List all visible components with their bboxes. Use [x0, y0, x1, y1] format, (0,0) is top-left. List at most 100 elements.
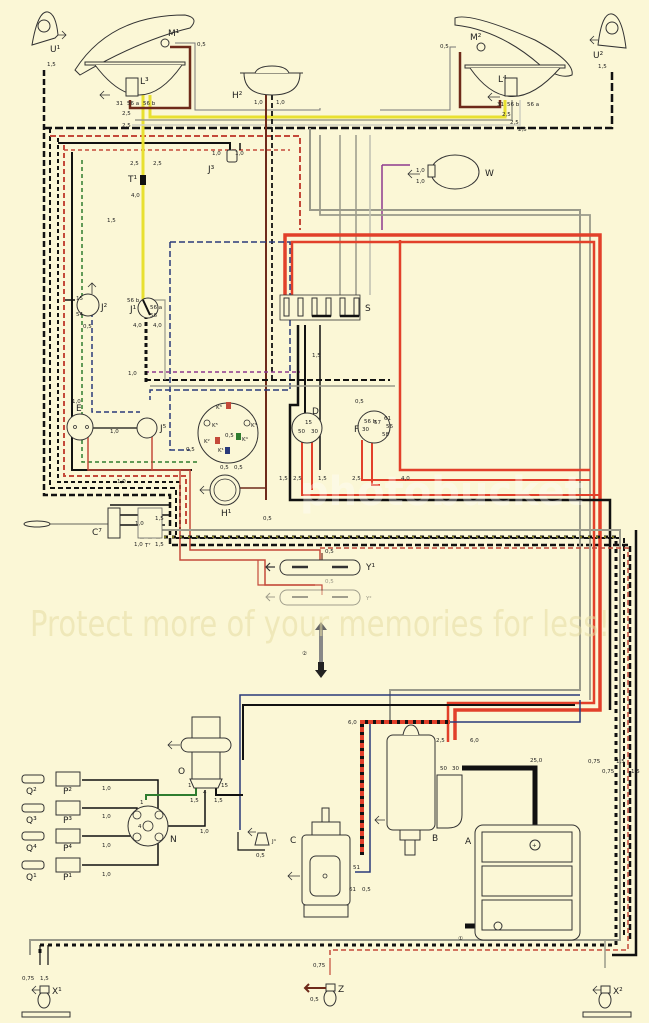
generator-c: C 51 61 0,5 [287, 807, 371, 918]
wire-yellow-2 [148, 95, 507, 119]
gauge-c7-10c: 1,0 [134, 542, 143, 548]
gauge-y1: 0,5 [325, 549, 334, 555]
label-t7: T⁷ [144, 542, 151, 549]
label-n: N [170, 835, 177, 845]
wire-m2-grey [380, 46, 456, 111]
terminal-c-51: 51 [353, 865, 360, 871]
gauge-rear-15b: 1,5 [631, 769, 640, 775]
gauge-e-10b: 1,0 [110, 429, 119, 435]
switch-j5: J⁵ [136, 417, 167, 439]
spark-plug-q2: Q² P² 1,0 [21, 771, 111, 797]
gauge-j2: 0,5 [83, 324, 92, 330]
gauge-t1-b: 2,5 [153, 161, 162, 167]
terminal-j1-56b: 56 b [127, 298, 140, 304]
wire-n-o-green [145, 785, 197, 800]
gauge-l4-a: 2,5 [502, 112, 511, 118]
wire-brown-m1 [128, 45, 192, 110]
gauge-rear-075b: 0,75 [602, 769, 615, 775]
terminal-o-15: 15 [221, 783, 228, 789]
wire-battery-main [462, 765, 538, 840]
gauge-m1: 0,5 [197, 42, 206, 48]
label-u2: U² [593, 51, 604, 61]
gauge-j3-b: 1,0 [235, 151, 244, 157]
gauges-mid: 1,5 2,5 1,5 2,5 4,0 0,5 [263, 476, 410, 522]
wire-harness-red [320, 547, 629, 958]
gauge-e-10: 1,0 [72, 399, 81, 405]
gauge-w-b: 1,0 [416, 179, 425, 185]
label-p4: P⁴ [63, 844, 72, 854]
gauge-u2: 1,5 [598, 64, 607, 70]
label-k1: K¹ [218, 447, 224, 454]
wire-j4 [237, 832, 265, 851]
wiper-switch-e: E 1,0 1,0 [66, 399, 119, 441]
ignition-switch-d: D 15 50 30 [291, 407, 323, 444]
terminal-j1-56a: 56 a [150, 305, 162, 311]
watermark-tagline: Protect more of your memories for less! [30, 604, 610, 645]
connector-t1: T¹ 2,5 2,5 4,0 [127, 161, 162, 199]
gauge-f-05: 0,5 [355, 399, 364, 405]
wire-harness [29, 42, 638, 975]
horn-button-h1: H¹ [199, 474, 241, 519]
gauge-k-05c: 0,5 [220, 465, 229, 471]
label-q1: Q¹ [26, 873, 37, 883]
terminal-f-58: 58 [382, 432, 389, 438]
terminal-l3-56a: 56 a [127, 101, 139, 107]
turn-signal-u1: U¹ 1,5 [31, 11, 67, 68]
gauge-bat-250: 25,0 [530, 758, 543, 764]
spark-plug-q4: Q⁴ P⁴ 1,0 [21, 828, 111, 854]
watermark-photobucket: photobucket [300, 469, 584, 515]
terminal-l3-31: 31 [116, 101, 123, 107]
gauge-k-05a: 0,5 [225, 433, 234, 439]
wire-j1-grey [152, 299, 166, 380]
gauge-ign-p1: 1,0 [102, 872, 111, 878]
gauge-m-25a: 2,5 [293, 476, 302, 482]
wire-red-f2 [371, 430, 380, 486]
wire-left-outer-2 [49, 128, 625, 935]
battery-a: + A ① [458, 824, 581, 942]
gauge-k-05b: 0,5 [186, 447, 195, 453]
gauge-c7-10b: 1,0 [135, 521, 144, 527]
gauge-top-15: 1,5 [107, 218, 116, 224]
gauge-rear-075a: 0,75 [588, 759, 601, 765]
terminal-f-56: 56 [386, 424, 393, 430]
gauge-c7-15b: 1,5 [155, 542, 164, 548]
gauge-c-05: 0,5 [362, 887, 371, 893]
label-k3: K³ [216, 404, 222, 411]
light-switch-f: F 0,5 56 b 57 61 30 56 58 [354, 399, 393, 444]
wire-blue-dash-2 [169, 242, 190, 451]
terminal-l4-56a: 56 a [527, 102, 539, 108]
wire-rear-black [612, 530, 638, 957]
wire-left-outer-4 [63, 145, 187, 525]
label-k2: K² [204, 438, 210, 445]
label-s: S [365, 304, 371, 314]
gauge-h2-a: 1,0 [254, 100, 263, 106]
label-w: W [485, 169, 494, 179]
gauge-m-15b: 1,5 [318, 476, 327, 482]
label-p2: P² [63, 787, 72, 797]
label-b: B [432, 834, 438, 844]
spark-plugs: Q² P² 1,0 Q³ P³ 1,0 Q⁴ P⁴ 1,0 Q¹ P¹ 1,0 [21, 771, 111, 883]
wire-x1 [39, 945, 49, 965]
label-u1: U¹ [50, 45, 61, 55]
interior-light-y2: Y² 0,5 [265, 579, 372, 606]
gauge-m-40: 4,0 [401, 476, 410, 482]
terminal-b-30: 30 [452, 766, 459, 772]
gauge-ign-p3: 1,0 [102, 814, 111, 820]
terminal-o-4: 4 [203, 790, 207, 796]
label-k6: K³ [251, 422, 257, 429]
gauge-x1-075: 0,75 [22, 976, 35, 982]
gauge-ign-o15: 1,5 [214, 798, 223, 804]
gauge-y2: 0,5 [325, 579, 334, 585]
wiper-motor-w: W 1,0 1,0 [407, 154, 494, 190]
terminal-f-57: 57 [374, 420, 381, 426]
wire-left-outer-6 [81, 160, 198, 463]
gauge-z-075: 0,75 [313, 963, 326, 969]
gauge-w-a: 1,0 [416, 168, 425, 174]
wire-grey-hl-1 [135, 100, 513, 121]
wire-j2-b [91, 312, 140, 413]
label-y2: Y² [365, 595, 372, 602]
terminal-d-15: 15 [305, 420, 312, 426]
gauge-l3-b: 2,5 [122, 123, 131, 129]
terminal-f-61: 61 [384, 416, 391, 422]
